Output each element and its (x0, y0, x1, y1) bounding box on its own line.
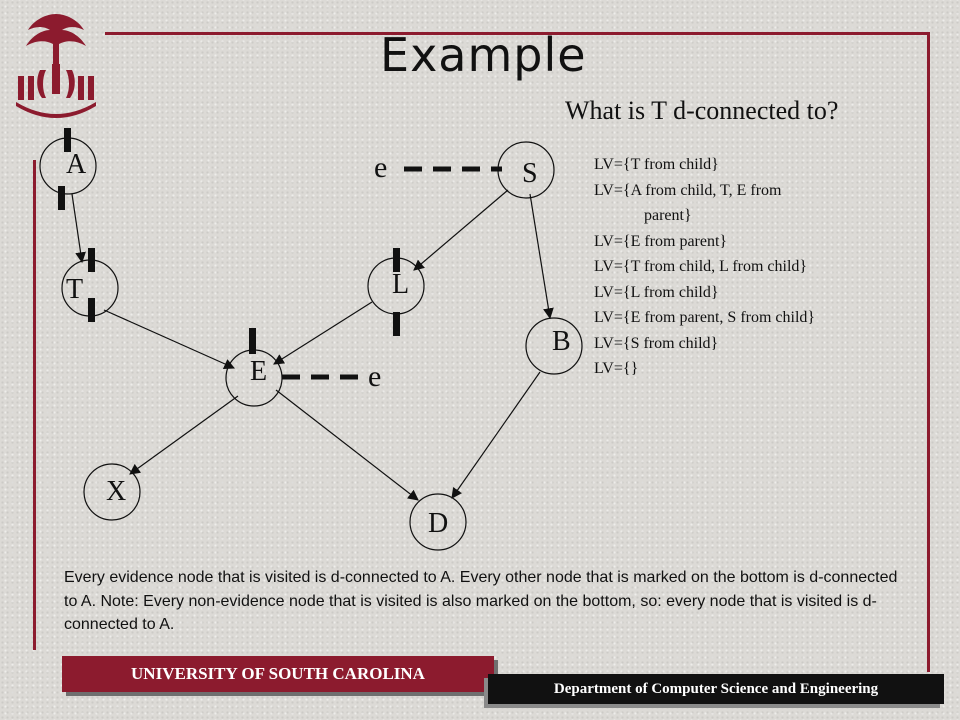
edge-e-x (129, 395, 239, 475)
lv-line: LV={} (594, 360, 639, 377)
node-l-bottom-mark (393, 312, 400, 336)
node-t-label: T (66, 274, 83, 305)
lv-line: LV={E from parent} (594, 232, 728, 250)
lv-line: LV={T from child, L from child} (594, 258, 808, 275)
question-text: What is T d-connected to? (565, 96, 839, 125)
node-a-label: A (66, 149, 87, 180)
node-t-top-mark (88, 248, 95, 272)
department-banner: Department of Computer Science and Engin… (488, 674, 944, 704)
node-d-label: D (428, 508, 448, 539)
node-x-circle (83, 463, 141, 521)
node-a-top-mark (64, 128, 71, 152)
edge-s-l (413, 189, 509, 271)
node-x-label: X (106, 476, 126, 507)
edge-l-e (273, 301, 373, 365)
node-e-label: E (250, 356, 267, 387)
node-t-bottom-mark (88, 298, 95, 322)
lv-line: parent} (644, 207, 692, 224)
frame-right-rule (927, 32, 930, 672)
lv-line: LV={E from parent, S from child} (594, 309, 816, 326)
footnote-text: Every evidence node that is visited is d… (64, 569, 898, 633)
node-d-circle (409, 493, 467, 551)
edge-e-d (275, 389, 419, 501)
slide-title: Example (380, 28, 587, 82)
node-e-top-mark (249, 328, 256, 354)
node-l-top-mark (393, 248, 400, 272)
lv-list: LV={T from child} LV={A from child, T, E… (594, 152, 815, 382)
frame-left-rule (33, 160, 36, 650)
university-logo-icon (16, 14, 96, 118)
edge-t-e (103, 309, 235, 369)
university-banner: UNIVERSITY OF SOUTH CAROLINA (62, 656, 494, 692)
lv-line: LV={T from child} (594, 156, 719, 173)
edge-a-t (71, 193, 86, 264)
node-s-label: S (522, 158, 538, 189)
lv-line: LV={S from child} (594, 334, 719, 352)
node-s-circle (497, 141, 555, 199)
node-l-label: L (392, 269, 409, 300)
node-b-circle (525, 317, 583, 375)
evidence-label-e: e (368, 360, 381, 393)
edge-s-b (529, 193, 554, 320)
frame-top-rule (105, 32, 930, 35)
lv-line: LV={L from child} (594, 283, 719, 301)
lv-line: LV={A from child, T, E from (594, 181, 782, 199)
node-a-bottom-mark (58, 186, 65, 210)
node-b-label: B (552, 326, 571, 357)
edge-b-d (451, 371, 541, 499)
evidence-label-s: e (374, 151, 387, 184)
